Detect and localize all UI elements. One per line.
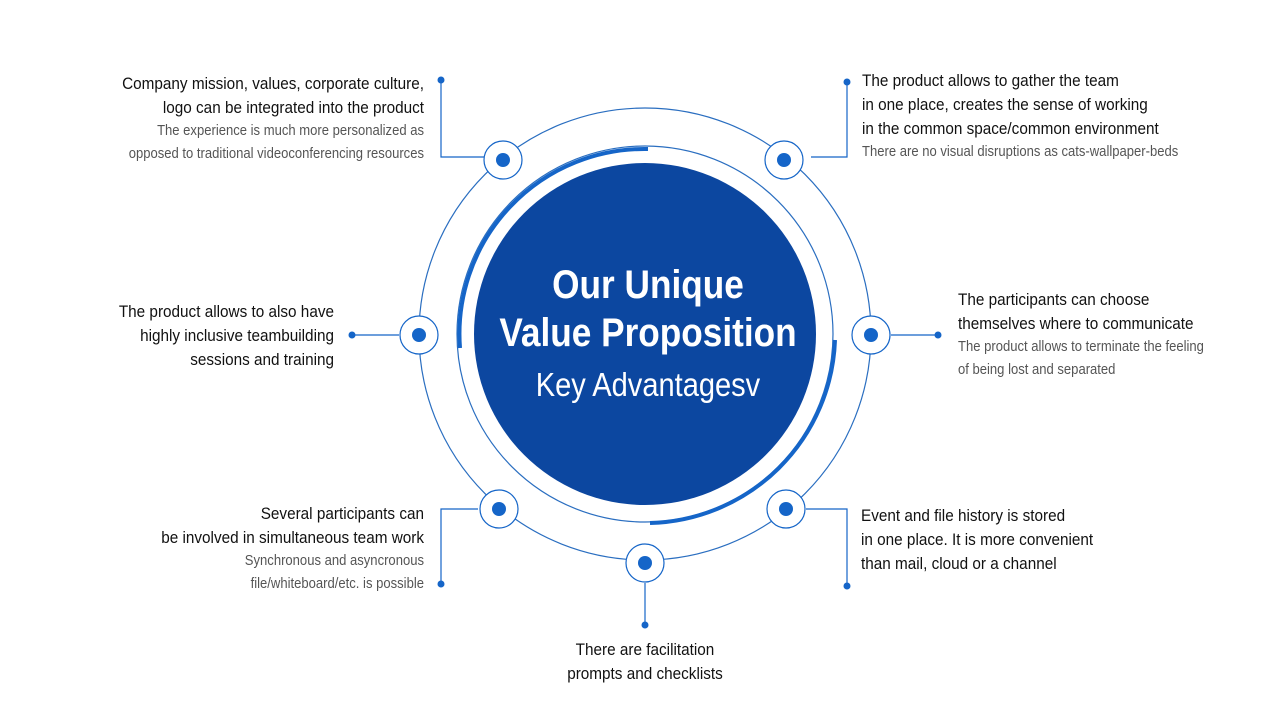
connector-end-bottom-left: [437, 580, 445, 588]
inner-ring: [456, 145, 834, 523]
center-subtitle: Key Advantagesv: [535, 366, 761, 403]
advantage-history: Event and file history is stored in one …: [861, 504, 1191, 576]
advantage-title: Company mission, values, corporate cultu…: [122, 74, 424, 117]
advantage-common-space: The product allows to gather the team in…: [862, 69, 1272, 164]
advantage-title: The participants can choose themselves w…: [958, 290, 1194, 333]
connector-end-top-right: [843, 78, 851, 86]
advantage-description: The product allows to terminate the feel…: [958, 339, 1204, 378]
connector-end-bottom-right: [843, 582, 851, 590]
advantage-simultaneous-work: Several participants can be involved in …: [24, 502, 424, 596]
advantage-title: Several participants can be involved in …: [161, 504, 424, 547]
advantage-choose-place: The participants can choose themselves w…: [958, 288, 1273, 382]
connector-bottom-right: [806, 508, 848, 586]
advantage-description: The experience is much more personalized…: [128, 123, 424, 162]
node-top-right: [764, 140, 804, 180]
connector-top-right: [811, 82, 848, 158]
node-left: [399, 315, 439, 355]
advantage-title: There are facilitation prompts and check…: [567, 640, 723, 683]
accent-arc-top-left: [457, 146, 649, 349]
connector-end-top-left: [437, 76, 445, 84]
connector-end-right: [934, 331, 942, 339]
node-right: [851, 315, 891, 355]
advantage-teambuilding: The product allows to also have highly i…: [4, 300, 334, 372]
connector-end-left: [348, 331, 356, 339]
connector-top-left: [440, 80, 484, 158]
accent-arc-bottom-right: [649, 339, 837, 525]
center-title-line2: Value Proposition: [499, 311, 797, 355]
advantage-description: Synchronous and asyncronous file/whitebo…: [244, 553, 424, 592]
center-disc: [474, 163, 816, 505]
node-bottom-right: [766, 489, 806, 529]
advantage-description: There are no visual disruptions as cats-…: [862, 144, 1179, 160]
node-bottom: [625, 543, 665, 583]
center-title-line1: Our Unique: [552, 263, 744, 307]
connector-bottom-left: [440, 508, 478, 584]
advantage-facilitation: There are facilitation prompts and check…: [495, 638, 795, 686]
node-top-left: [483, 140, 523, 180]
advantage-personalization: Company mission, values, corporate cultu…: [4, 72, 424, 166]
advantage-title: Event and file history is stored in one …: [861, 506, 1094, 573]
connector-end-bottom: [641, 621, 649, 629]
advantage-title: The product allows to also have highly i…: [118, 302, 334, 369]
advantage-title: The product allows to gather the team in…: [862, 71, 1159, 138]
node-bottom-left: [479, 489, 519, 529]
